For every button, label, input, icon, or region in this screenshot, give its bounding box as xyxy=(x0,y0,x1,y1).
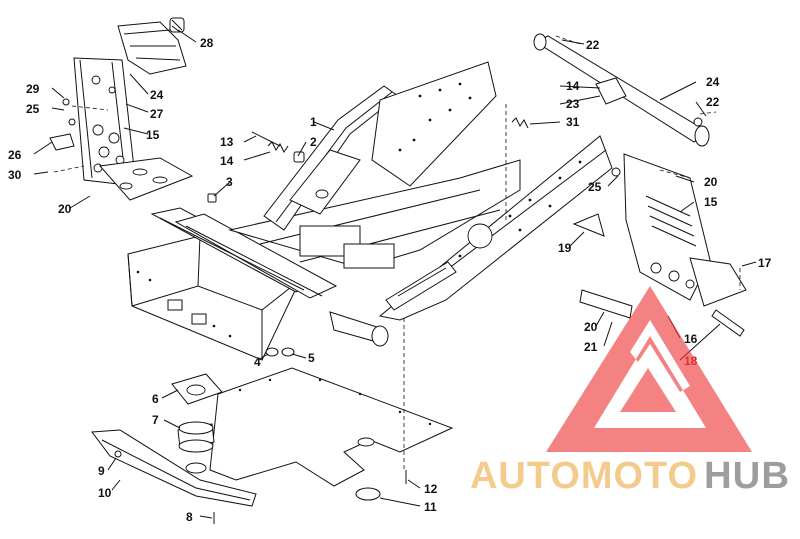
callout-4: 4 xyxy=(254,355,261,369)
callout-11: 11 xyxy=(424,500,437,514)
callout-31: 31 xyxy=(566,115,580,129)
callout-30: 30 xyxy=(8,168,22,182)
callout-23: 23 xyxy=(566,97,580,111)
callout-1: 1 xyxy=(310,115,317,129)
callout-21: 21 xyxy=(584,340,598,354)
main-chassis-frame xyxy=(127,61,613,361)
callout-25: 25 xyxy=(26,102,40,116)
callout-22: 22 xyxy=(706,95,720,109)
callout-28: 28 xyxy=(200,36,214,50)
callout-14: 14 xyxy=(220,154,234,168)
callout-12: 12 xyxy=(424,482,438,496)
callout-24: 24 xyxy=(150,88,164,102)
callout-20: 20 xyxy=(584,320,598,334)
small-hardware xyxy=(207,117,529,357)
callout-2: 2 xyxy=(310,135,317,149)
callout-19: 19 xyxy=(558,241,572,255)
callout-7: 7 xyxy=(152,413,159,427)
right-footrest-assembly xyxy=(572,153,747,337)
callout-27: 27 xyxy=(150,107,164,121)
callout-17: 17 xyxy=(758,256,772,270)
callout-26: 26 xyxy=(8,148,22,162)
left-footrest-assembly xyxy=(49,17,194,201)
callout-24: 24 xyxy=(706,75,720,89)
rear-shaft-assembly xyxy=(533,33,717,147)
belly-pan xyxy=(91,104,507,524)
callout-15: 15 xyxy=(704,195,718,209)
callout-14: 14 xyxy=(566,79,580,93)
callout-13: 13 xyxy=(220,135,234,149)
callout-29: 29 xyxy=(26,82,40,96)
callout-22: 22 xyxy=(586,38,600,52)
watermark-brand-hub: HUB xyxy=(704,455,790,497)
automotohub-watermark: AUTOMOTO HUB xyxy=(470,286,790,497)
callout-3: 3 xyxy=(226,175,233,189)
watermark-brand-auto: AUTOMOTO xyxy=(470,455,698,497)
callout-6: 6 xyxy=(152,392,159,406)
callout-8: 8 xyxy=(186,510,193,524)
callout-20: 20 xyxy=(58,202,72,216)
callout-10: 10 xyxy=(98,486,112,500)
callout-15: 15 xyxy=(146,128,160,142)
callout-16: 16 xyxy=(684,332,698,346)
automotohub-logo-icon xyxy=(546,286,752,452)
callout-20: 20 xyxy=(704,175,718,189)
callout-5: 5 xyxy=(308,351,315,365)
callout-25: 25 xyxy=(588,180,602,194)
callout-9: 9 xyxy=(98,464,105,478)
